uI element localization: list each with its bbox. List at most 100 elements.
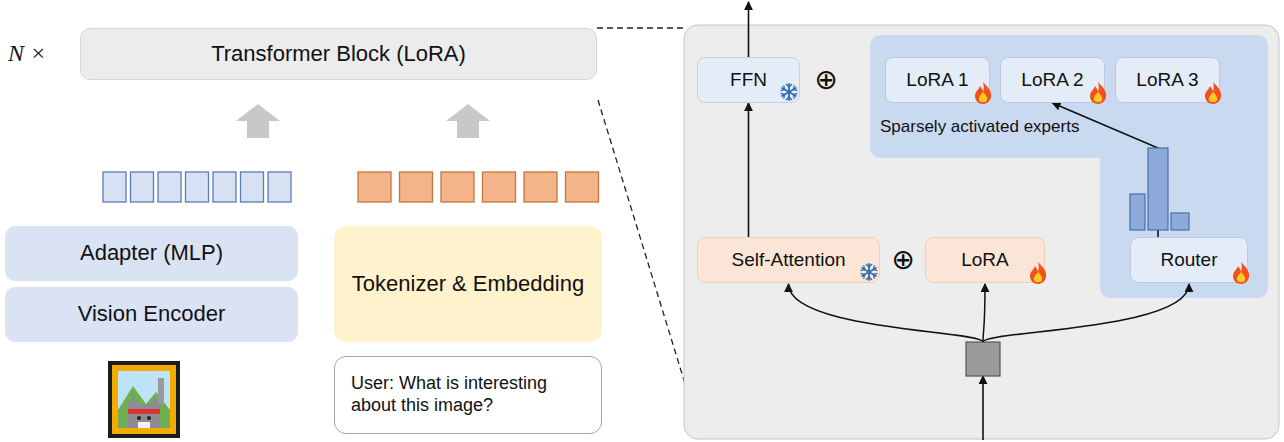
detail-panel xyxy=(684,25,1279,439)
frozen-spoke xyxy=(781,85,798,98)
frozen-icon xyxy=(861,264,878,280)
text-token xyxy=(358,172,391,202)
frozen-stroke xyxy=(872,265,878,272)
text-token xyxy=(566,172,599,202)
transformer-block: Transformer Block (LoRA) xyxy=(80,28,597,80)
tokenizer-box: Tokenizer & Embedding xyxy=(334,226,602,342)
add-symbol: ⊕ xyxy=(814,66,837,94)
frozen-stroke xyxy=(782,88,796,96)
icon-sky xyxy=(118,371,170,428)
flame-outer xyxy=(1233,262,1249,284)
frozen-stroke xyxy=(781,92,787,99)
icon-frame xyxy=(112,365,176,434)
flow-arrow xyxy=(446,104,490,138)
flame-outer xyxy=(1030,262,1046,284)
flame-outer xyxy=(975,82,991,104)
flame-inner xyxy=(1094,92,1102,102)
frozen-stroke xyxy=(792,92,798,99)
flame-outer xyxy=(1205,82,1221,104)
frozen-spoke xyxy=(866,264,872,280)
input-token xyxy=(966,342,1000,376)
router-score-bar xyxy=(1148,148,1168,230)
frozen-stroke xyxy=(782,88,796,96)
adapter-box: Adapter (MLP) xyxy=(5,226,298,281)
frozen-stroke xyxy=(786,84,792,87)
frozen-stroke xyxy=(862,268,876,276)
visual-token xyxy=(186,172,209,202)
trainable-icon xyxy=(1205,82,1221,104)
ffn-box: FFN xyxy=(697,57,800,103)
frozen-icon xyxy=(781,84,798,100)
group-title: Sparsely activated experts xyxy=(880,117,1079,137)
prompt-box: User: What is interesting about this ima… xyxy=(334,356,602,434)
text-token xyxy=(524,172,557,202)
flame-outer xyxy=(1090,82,1106,104)
icon-frame xyxy=(108,361,180,438)
frozen-stroke xyxy=(861,265,867,272)
flame-inner xyxy=(1034,272,1042,282)
repeat-count: N × xyxy=(8,41,46,65)
lora-expert: LoRA 3 xyxy=(1115,57,1220,103)
frozen-stroke xyxy=(792,85,798,92)
lora-box: LoRA xyxy=(925,237,1045,283)
flame-inner xyxy=(1237,272,1245,282)
box-label: User: What is interesting about this ima… xyxy=(351,373,585,416)
box-label: LoRA 1 xyxy=(906,69,968,92)
trainable-icon xyxy=(1030,262,1046,284)
attention-box: Self-Attention xyxy=(697,237,880,283)
zoom-line xyxy=(597,27,684,28)
visual-token xyxy=(131,172,154,202)
box-label: LoRA xyxy=(961,249,1009,272)
router-score-bar xyxy=(1171,213,1189,230)
input-branch xyxy=(789,284,984,342)
frozen-spoke xyxy=(781,85,798,98)
frozen-spoke xyxy=(861,265,878,278)
visual-token xyxy=(241,172,264,202)
icon-tower xyxy=(158,378,164,404)
box-label: Vision Encoder xyxy=(78,301,226,327)
frozen-stroke xyxy=(861,272,867,279)
visual-tokens xyxy=(103,172,291,202)
input-arrow xyxy=(982,376,984,440)
input-branch xyxy=(983,284,1189,342)
output-arrow xyxy=(748,2,750,57)
expert-region xyxy=(870,35,1268,298)
icon-cat xyxy=(128,396,160,428)
input-branch xyxy=(983,284,985,342)
encoder-box: Vision Encoder xyxy=(5,287,298,342)
router-score-bar xyxy=(1130,194,1145,230)
visual-token xyxy=(268,172,291,202)
box-label: Tokenizer & Embedding xyxy=(352,271,584,297)
trainable-icon xyxy=(975,82,991,104)
box-label: Adapter (MLP) xyxy=(80,240,223,266)
frozen-stroke xyxy=(868,264,870,280)
frozen-stroke xyxy=(786,97,792,100)
box-label: LoRA 3 xyxy=(1136,69,1198,92)
flame-inner xyxy=(979,92,987,102)
trainable-icon xyxy=(1233,262,1249,284)
flow-arrow xyxy=(236,104,280,138)
icon-cat-band xyxy=(128,409,160,414)
frozen-spoke xyxy=(861,265,878,278)
text-tokens xyxy=(358,172,599,202)
connector-arrow xyxy=(748,103,750,237)
visual-token xyxy=(213,172,236,202)
box-label: LoRA 2 xyxy=(1021,69,1083,92)
icon-cat-eye xyxy=(147,416,151,420)
visual-token xyxy=(158,172,181,202)
box-label: Router xyxy=(1160,249,1217,272)
icon-cat-mouth xyxy=(138,422,150,428)
text-token xyxy=(400,172,433,202)
add-symbol: ⊕ xyxy=(891,246,914,274)
frozen-stroke xyxy=(866,264,872,267)
trainable-icon xyxy=(1090,82,1106,104)
visual-token xyxy=(103,172,126,202)
box-label: Transformer Block (LoRA) xyxy=(211,41,466,67)
icon-cat-eye xyxy=(137,416,141,420)
router-box: Router xyxy=(1130,237,1248,283)
lora-expert: LoRA 2 xyxy=(1000,57,1105,103)
box-label: Self-Attention xyxy=(731,249,845,272)
frozen-stroke xyxy=(788,84,790,100)
frozen-spoke xyxy=(786,84,792,100)
